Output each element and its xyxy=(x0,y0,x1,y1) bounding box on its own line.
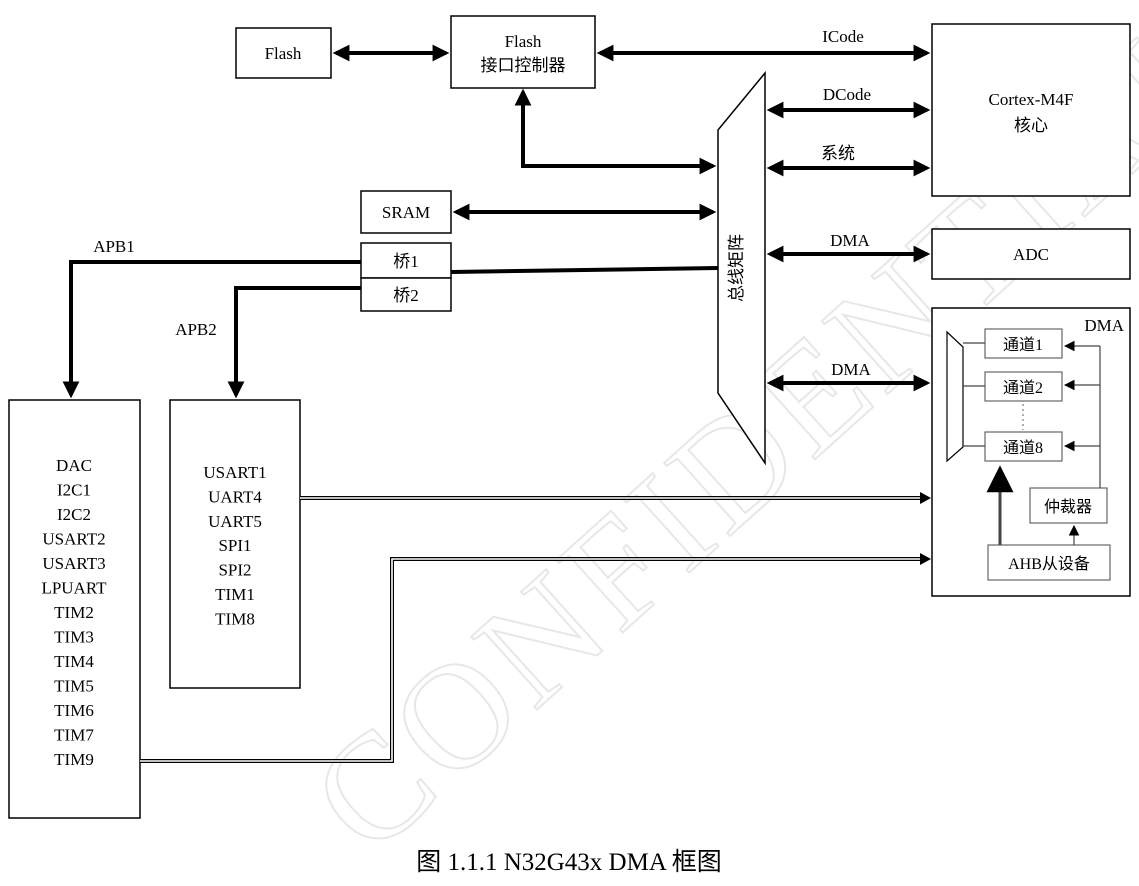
peripheral-tim9: TIM9 xyxy=(54,750,94,769)
peripheral-tim5: TIM5 xyxy=(54,677,94,696)
arbiter-label: 仲裁器 xyxy=(1044,498,1092,516)
figure-caption: 图 1.1.1 N32G43x DMA 框图 xyxy=(416,848,722,876)
apb2-label: APB2 xyxy=(175,320,217,339)
peripheral-lpuart: LPUART xyxy=(41,579,107,598)
flash-controller-label-line2: 接口控制器 xyxy=(481,56,566,75)
ahb-slave-label: AHB从设备 xyxy=(1008,555,1090,573)
system-bus-label: 系统 xyxy=(821,144,855,163)
flash-controller-block: Flash 接口控制器 xyxy=(450,15,596,89)
dma-controller-bus-label: DMA xyxy=(831,360,871,379)
peripheral-tim7: TIM7 xyxy=(54,726,94,745)
peripheral-usart3: USART3 xyxy=(42,554,105,573)
peripheral-uart5: UART5 xyxy=(208,512,262,531)
peripheral-spi2: SPI2 xyxy=(218,561,251,580)
icode-label: ICode xyxy=(822,27,864,46)
dma-controller-title: DMA xyxy=(1084,316,1124,335)
flash-controller-label-line1: Flash xyxy=(505,32,542,51)
bus-matrix-block: 总线矩阵 xyxy=(717,70,766,466)
apb1-label: APB1 xyxy=(93,237,135,256)
sram-block: SRAM xyxy=(360,190,452,234)
cortex-label-line2: 核心 xyxy=(1014,116,1048,135)
cortex-label-line1: Cortex-M4F xyxy=(989,90,1074,109)
channel8-box: 通道8 xyxy=(984,431,1063,462)
bridge1-block: 桥1 xyxy=(360,242,452,279)
bus-matrix-label: 总线矩阵 xyxy=(727,234,746,302)
channel8-label: 通道8 xyxy=(1003,439,1043,457)
peripheral-usart1: USART1 xyxy=(203,463,266,482)
channel1-label: 通道1 xyxy=(1003,336,1043,354)
cortex-m4f-core-block: Cortex-M4F 核心 xyxy=(931,23,1131,197)
flash-block: Flash xyxy=(235,27,332,79)
peripheral-tim3: TIM3 xyxy=(54,628,94,647)
peripheral-tim1: TIM1 xyxy=(215,585,255,604)
apb1-bus-arrow xyxy=(62,260,361,399)
dcode-label: DCode xyxy=(823,85,871,104)
peripheral-tim4: TIM4 xyxy=(54,652,94,671)
dma-request-lines xyxy=(140,496,925,763)
dma-internal-wiring xyxy=(963,340,1101,545)
bridge1-label: 桥1 xyxy=(393,252,419,271)
peripheral-usart2: USART2 xyxy=(42,530,105,549)
dma-adc-label: DMA xyxy=(830,231,870,250)
peripheral-tim6: TIM6 xyxy=(54,701,94,720)
peripheral-i2c2: I2C2 xyxy=(57,505,91,524)
bridge-to-matrix-line xyxy=(450,266,719,274)
bridge2-block: 桥2 xyxy=(360,277,452,312)
peripheral-tim8: TIM8 xyxy=(215,609,255,628)
arbiter-box: 仲裁器 xyxy=(1029,487,1108,524)
sram-label: SRAM xyxy=(382,203,430,222)
peripheral-uart4: UART4 xyxy=(208,487,262,506)
bridge2-label: 桥2 xyxy=(393,286,419,305)
flash-ctrl-to-matrix-arrow xyxy=(514,88,717,175)
apb2-bus-arrow xyxy=(227,286,361,399)
adc-block: ADC xyxy=(931,228,1131,280)
dma-controller-block: DMA 通道1 通道2 通道8 仲裁器 AHB从设备 xyxy=(931,307,1131,597)
apb1-request-arrowhead xyxy=(920,553,931,565)
peripheral-tim2: TIM2 xyxy=(54,603,94,622)
peripheral-dac: DAC xyxy=(56,456,92,475)
peripheral-spi1: SPI1 xyxy=(218,536,251,555)
channel2-label: 通道2 xyxy=(1003,379,1043,397)
dma-internal-mux xyxy=(946,330,964,463)
adc-label: ADC xyxy=(1013,245,1049,264)
ahb-slave-box: AHB从设备 xyxy=(987,544,1111,581)
flash-label: Flash xyxy=(265,44,302,63)
peripheral-i2c1: I2C1 xyxy=(57,481,91,500)
channel1-box: 通道1 xyxy=(984,328,1063,359)
apb2-request-arrowhead xyxy=(920,492,931,504)
channel2-box: 通道2 xyxy=(984,371,1063,402)
